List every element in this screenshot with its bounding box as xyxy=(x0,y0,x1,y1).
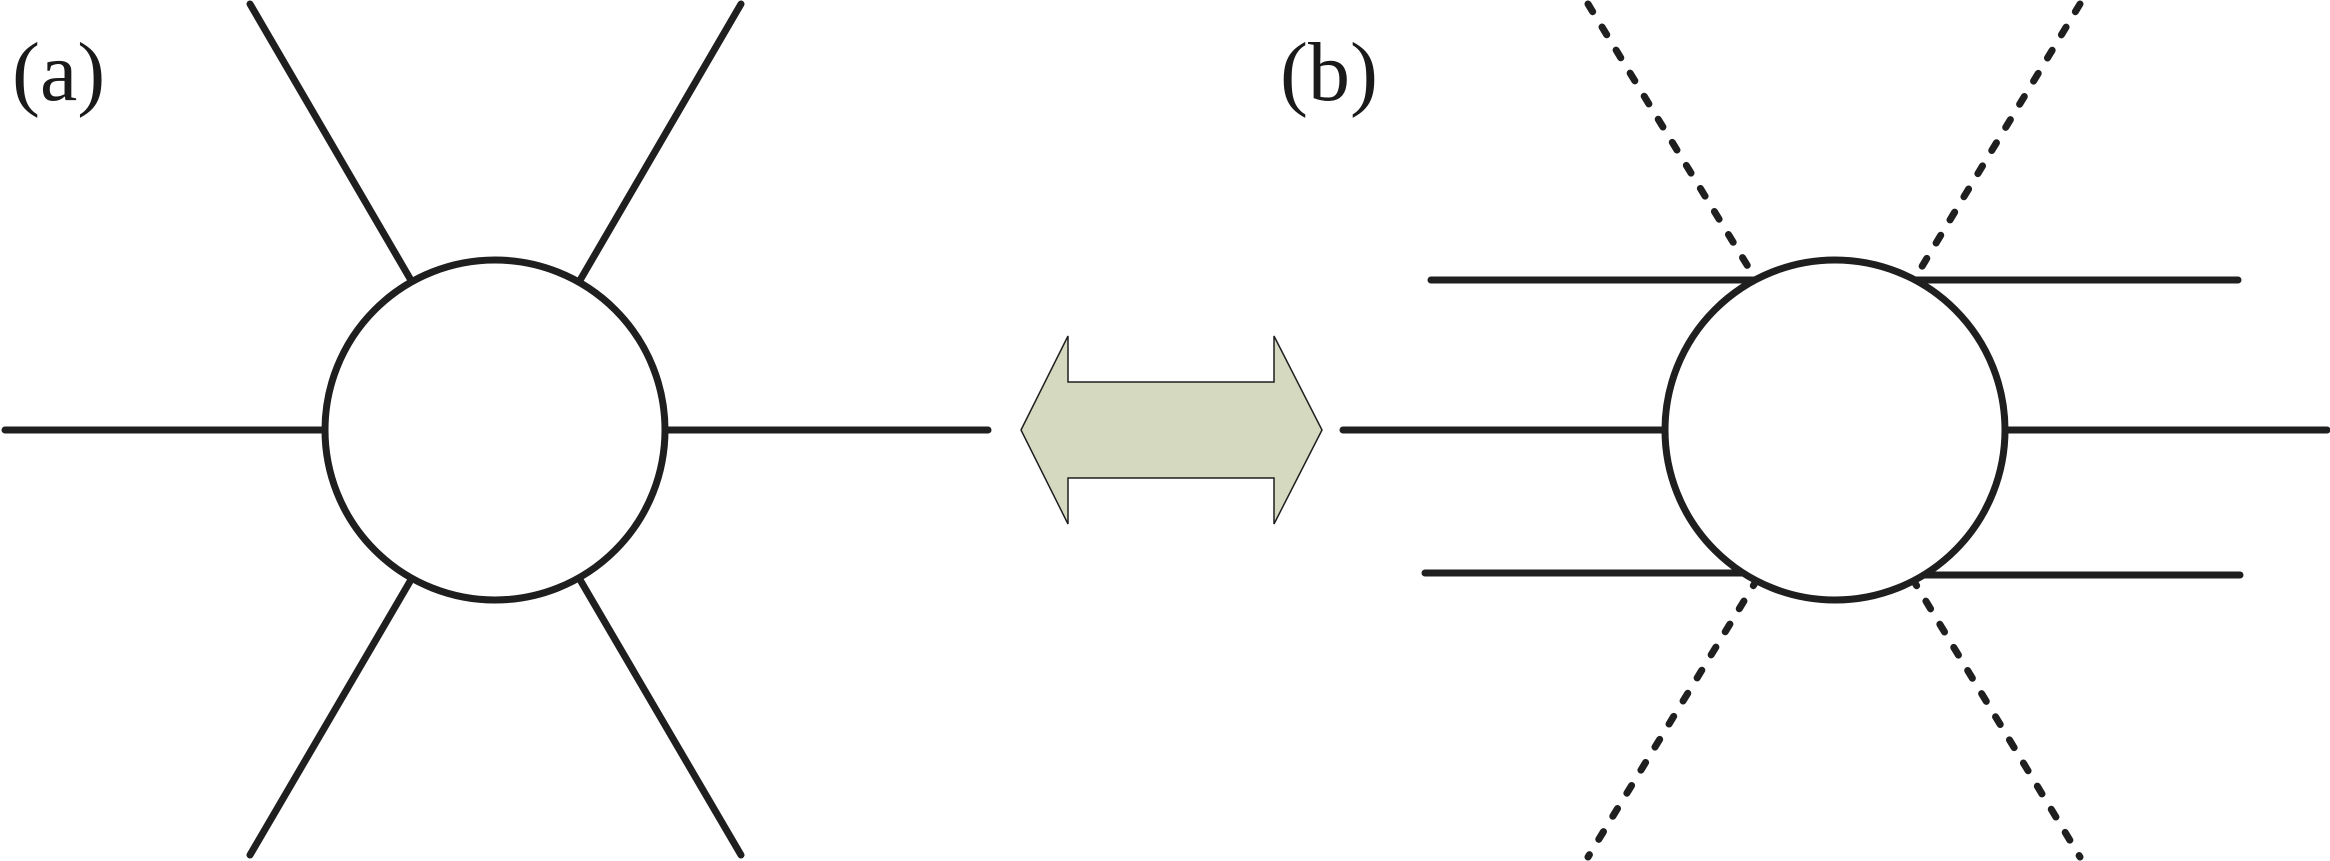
panel-a-line-upper-left xyxy=(246,0,416,286)
double-arrow-icon xyxy=(1020,335,1323,525)
panel-b-dotted-lower-right xyxy=(1908,574,2084,861)
panel-b-label: (b) xyxy=(1280,26,1378,119)
panel-a-line-lower-right xyxy=(575,574,745,859)
panel-b-dotted-upper-left xyxy=(1584,0,1762,287)
panel-b: (b) xyxy=(1280,0,2330,861)
panel-b-dotted-lower-left xyxy=(1584,574,1762,861)
panel-a: (a) xyxy=(1,0,992,859)
panel-a-circle xyxy=(321,256,669,604)
panel-a-line-upper-right xyxy=(575,0,745,286)
panel-b-circle xyxy=(1661,256,2009,604)
panel-a-label: (a) xyxy=(12,26,105,119)
panel-a-line-lower-left xyxy=(246,574,416,859)
panel-b-dotted-upper-right xyxy=(1908,0,2084,287)
